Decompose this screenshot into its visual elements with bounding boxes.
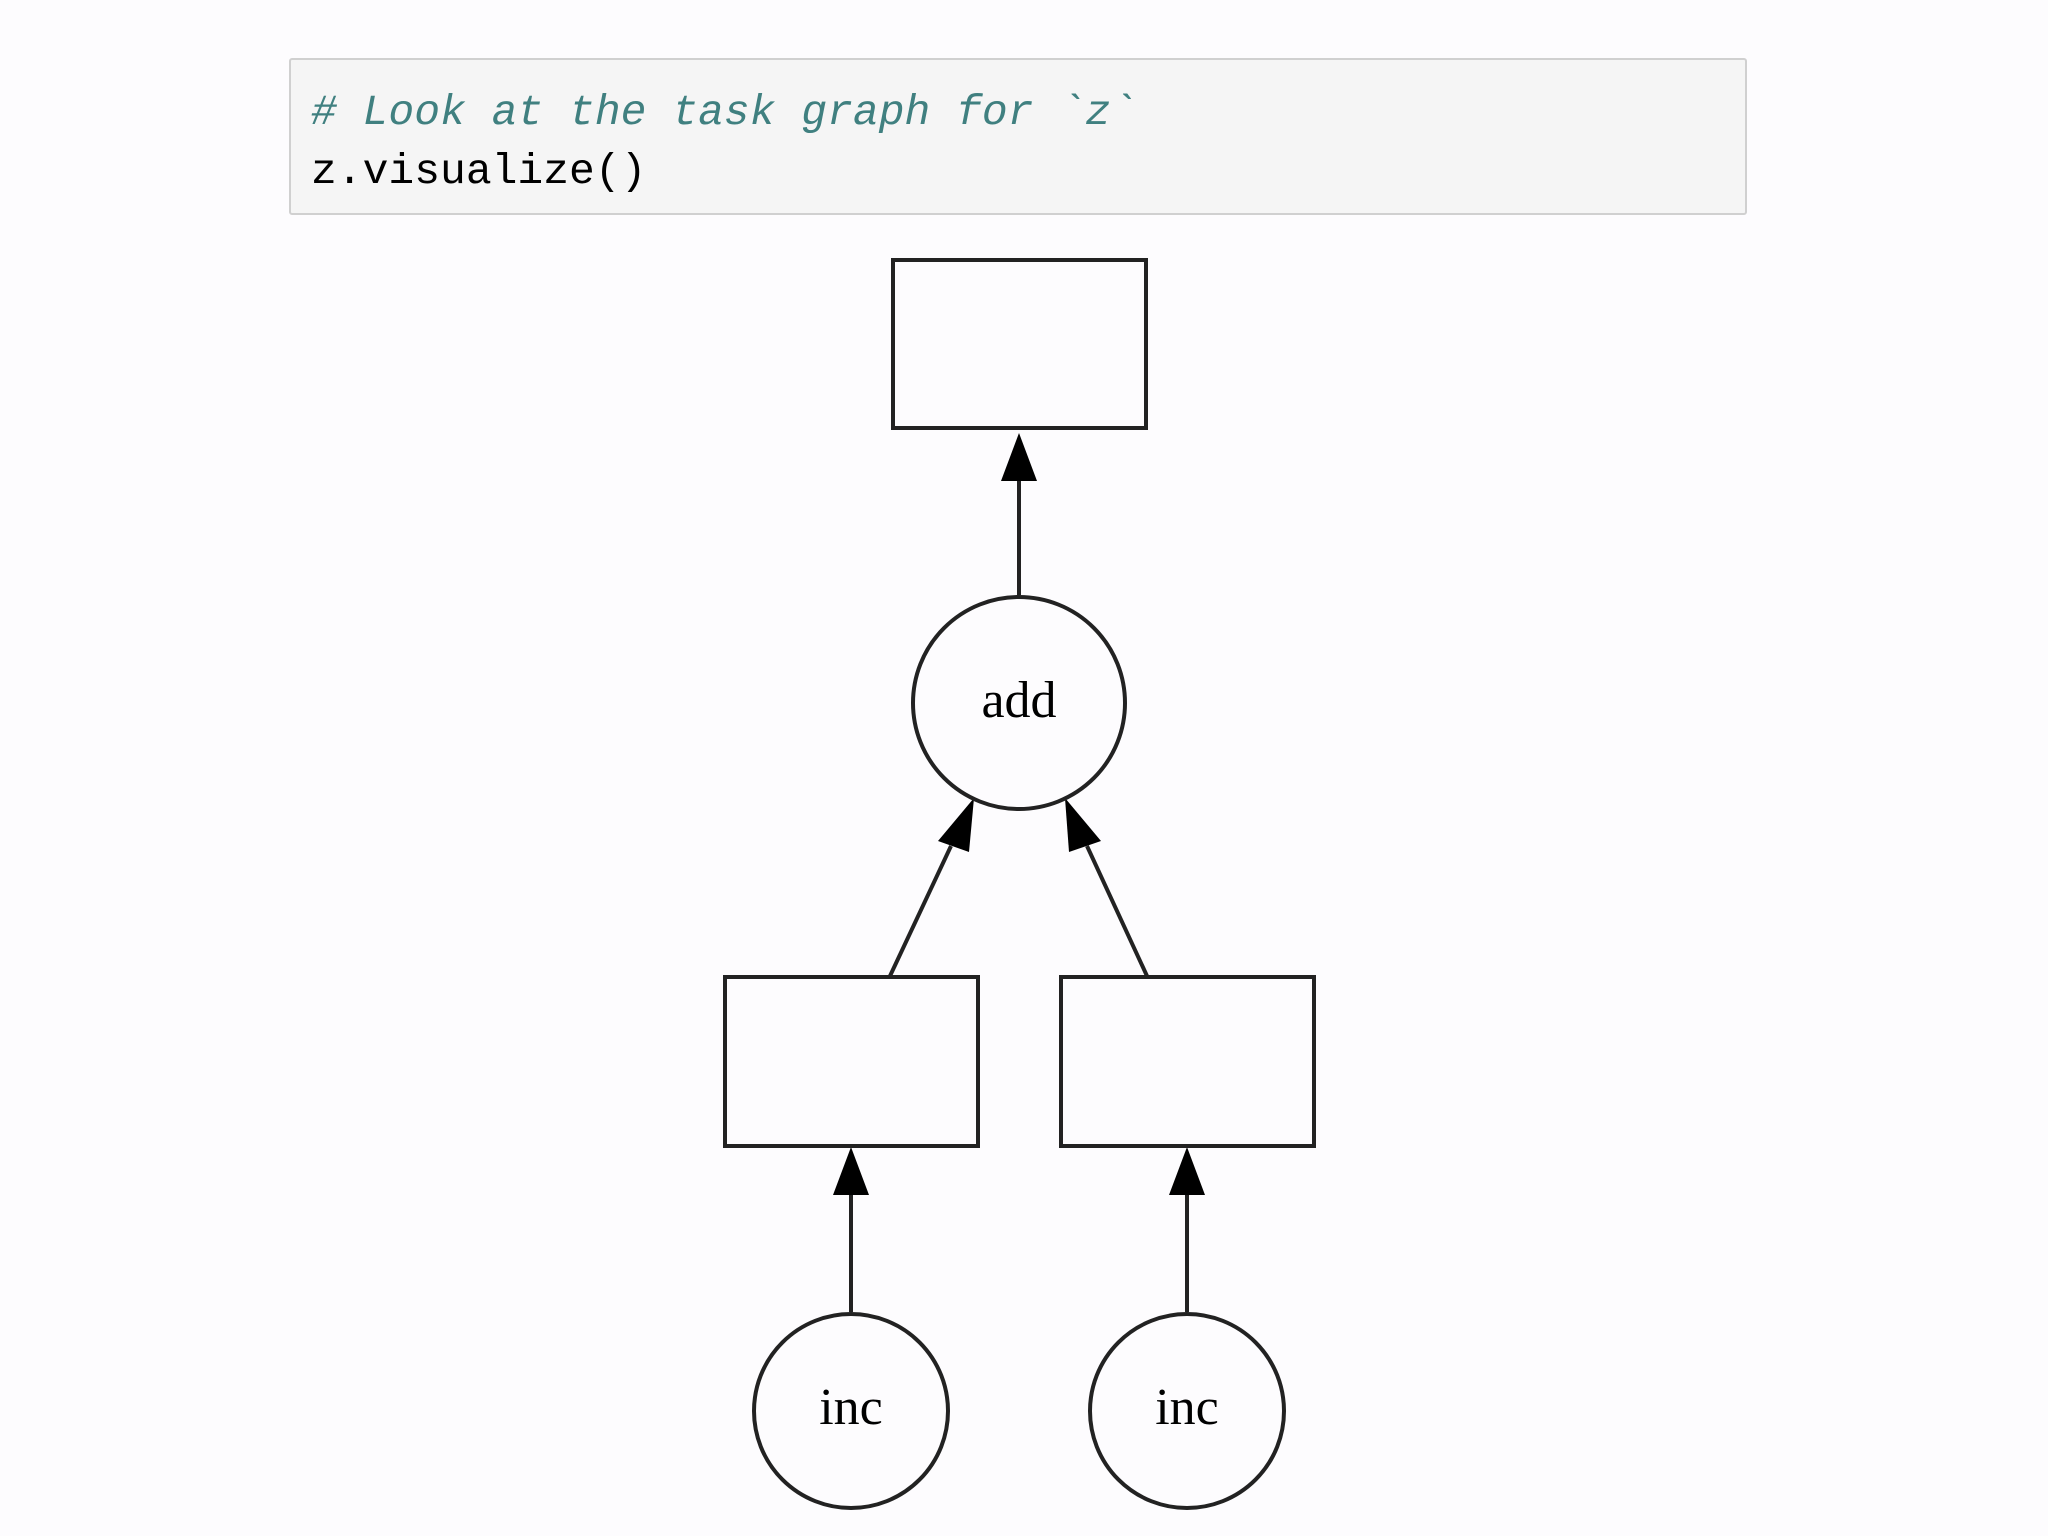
- inc-node-left-circle: [752, 1312, 950, 1510]
- edge-left-box-to-add: [888, 798, 974, 977]
- left-data-box: [723, 975, 980, 1148]
- inc-node-right-circle: [1088, 1312, 1286, 1510]
- edge-right-box-to-add: [1065, 798, 1149, 977]
- code-comment: # Look at the task graph for `z`: [311, 88, 1137, 137]
- inc-node-left-label: inc: [819, 1379, 883, 1436]
- code-cell[interactable]: # Look at the task graph for `z` z.visua…: [289, 58, 1747, 215]
- edge-inc-right-to-box: [1169, 1147, 1205, 1312]
- edge-add-to-output: [1001, 433, 1037, 595]
- add-node-label: add: [981, 672, 1056, 729]
- right-data-box: [1059, 975, 1316, 1148]
- edge-inc-left-to-box: [833, 1147, 869, 1312]
- add-node: add: [911, 595, 1127, 811]
- output-data-box: [891, 258, 1148, 430]
- add-node-circle: [911, 595, 1127, 811]
- code-visualize-call: z.visualize(): [311, 147, 647, 196]
- inc-node-left: inc: [752, 1312, 950, 1510]
- inc-node-right-label: inc: [1155, 1379, 1219, 1436]
- inc-node-right: inc: [1088, 1312, 1286, 1510]
